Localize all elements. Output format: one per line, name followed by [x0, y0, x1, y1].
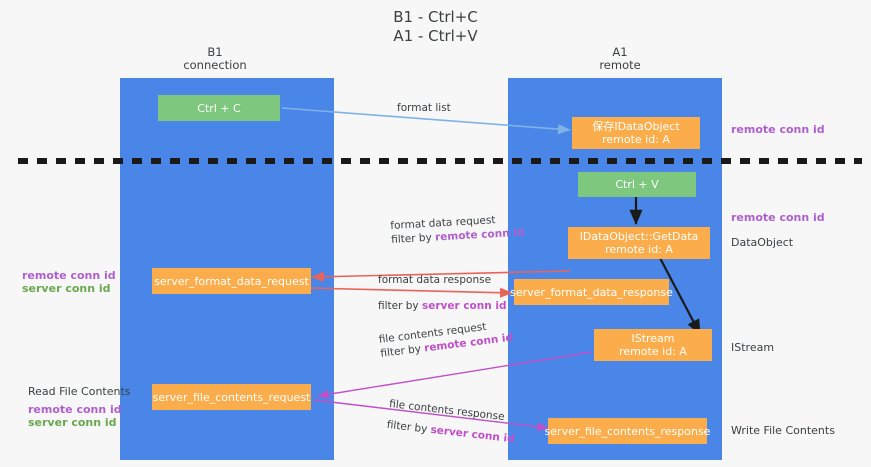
- note-server-conn-id-2: server conn id: [28, 416, 117, 429]
- filter-prefix: filter by: [390, 231, 436, 246]
- arrow-label-format-list: format list: [397, 102, 451, 114]
- arrow-label-format-data-response-group: format data response filter by server co…: [378, 273, 507, 313]
- box-istream[interactable]: IStream remote id: A: [594, 329, 712, 361]
- filter-key-server-conn-id: server conn id: [421, 300, 507, 312]
- note-write-file-contents: Write File Contents: [731, 424, 835, 437]
- arrow-label-file-contents-response-group: file contents response filter by server …: [386, 397, 518, 446]
- note-istream: IStream: [731, 341, 775, 354]
- note-remote-conn-id-2: remote conn id: [28, 403, 122, 416]
- box-server-file-contents-request[interactable]: server_file_contents_request: [152, 384, 311, 410]
- box-save-idataobject[interactable]: 保存IDataObject remote id: A: [572, 117, 700, 149]
- filter-key-server-conn-id: server conn id: [429, 423, 516, 446]
- arrow-label-format-data-request-group: format data request filter by remote con…: [390, 212, 525, 247]
- arrow-label-format-data-response: format data response: [378, 274, 492, 286]
- note-remote-conn-id-1: remote conn id: [22, 269, 116, 282]
- box-server-file-contents-response[interactable]: server_file_contents_response: [545, 418, 710, 444]
- note-remote-conn-id-mid: remote conn id: [731, 211, 825, 224]
- box-idataobject-getdata[interactable]: IDataObject::GetData remote id: A: [568, 227, 710, 259]
- filter-prefix: filter by: [386, 418, 432, 436]
- column-header-a1: A1 remote: [599, 45, 641, 72]
- note-remote-conn-id-top: remote conn id: [731, 123, 825, 136]
- box-ctrl-c[interactable]: Ctrl + C: [158, 95, 280, 121]
- arrow-label-file-contents-request-group: file contents request filter by remote c…: [378, 317, 514, 361]
- filter-prefix: filter by: [378, 300, 422, 312]
- note-read-file-contents: Read File Contents: [28, 385, 131, 398]
- note-server-conn-id-1: server conn id: [22, 282, 111, 295]
- column-header-b1: B1 connection: [183, 45, 247, 72]
- filter-prefix: filter by: [379, 342, 425, 360]
- box-server-format-data-response[interactable]: server_format_data_response: [510, 279, 673, 305]
- page-title: B1 - Ctrl+C A1 - Ctrl+V: [393, 8, 478, 45]
- note-dataobject: DataObject: [731, 236, 794, 249]
- arrow-label-format-data-response-filter: filter by server conn id: [378, 299, 507, 313]
- box-ctrl-v[interactable]: Ctrl + V: [578, 172, 696, 197]
- box-server-format-data-request[interactable]: server_format_data_request: [152, 268, 311, 294]
